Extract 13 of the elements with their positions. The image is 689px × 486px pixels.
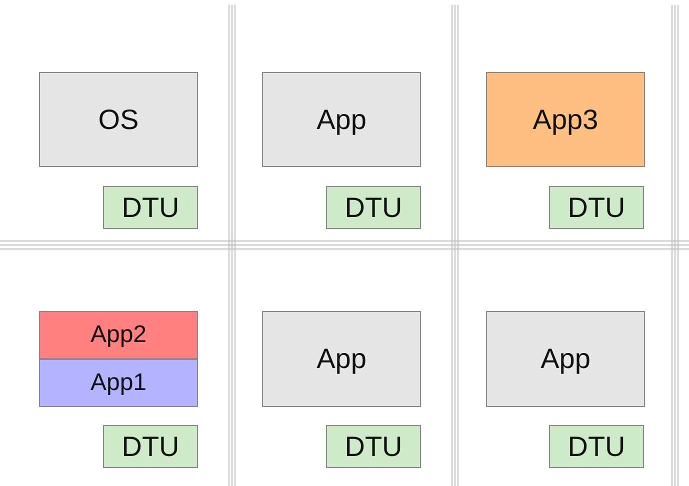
unit-box: DTU	[103, 186, 198, 229]
process-box: App	[486, 311, 645, 407]
process-box: OS	[39, 72, 198, 167]
unit-box: DTU	[549, 186, 644, 229]
process-box: App	[262, 311, 421, 407]
process-box: App2	[39, 311, 198, 359]
process-box: App1	[39, 359, 198, 407]
unit-box: DTU	[549, 425, 644, 468]
unit-box: DTU	[326, 186, 421, 229]
process-box: App3	[486, 72, 645, 167]
unit-box: DTU	[326, 425, 421, 468]
process-box: App	[262, 72, 421, 167]
unit-box: DTU	[103, 425, 198, 468]
